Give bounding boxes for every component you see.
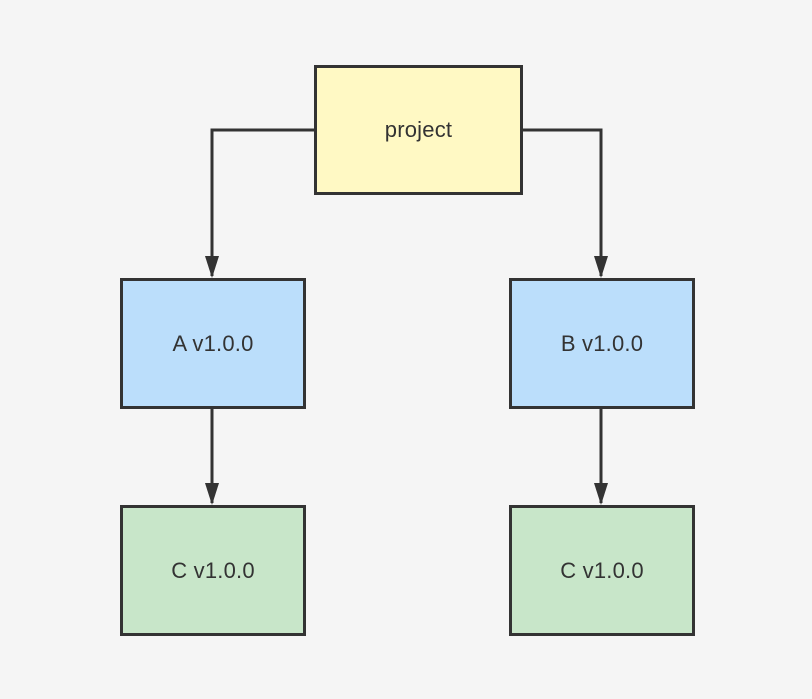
node-project: project <box>314 65 523 195</box>
arrowhead-icon <box>205 483 219 505</box>
edge-project-to-b <box>523 128 603 276</box>
node-c-v1-0-0-left: C v1.0.0 <box>120 505 306 636</box>
node-label: C v1.0.0 <box>171 557 255 583</box>
node-label: B v1.0.0 <box>560 330 644 356</box>
node-label: A v1.0.0 <box>172 330 254 356</box>
arrowhead-icon <box>594 256 608 278</box>
node-label: C v1.0.0 <box>560 557 644 583</box>
edge-project-to-a <box>210 128 314 276</box>
arrowhead-icon <box>594 483 608 505</box>
node-label: project <box>384 117 453 142</box>
node-a-v1-0-0: A v1.0.0 <box>120 278 306 409</box>
node-c-v1-0-0-right: C v1.0.0 <box>509 505 695 636</box>
node-b-v1-0-0: B v1.0.0 <box>509 278 695 409</box>
arrowhead-icon <box>205 256 219 278</box>
